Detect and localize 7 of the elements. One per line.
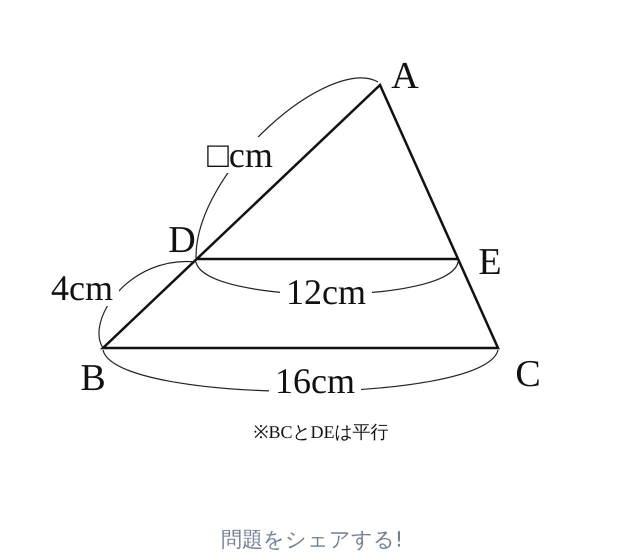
vertex-label: D <box>168 221 196 259</box>
vertex-label: A <box>391 57 419 95</box>
note-text: ※BCとDEは平行 <box>254 423 388 441</box>
share-link: 問題をシェアする! <box>220 530 404 550</box>
vertex-label: E <box>478 243 502 281</box>
vertex-label: C <box>515 355 541 393</box>
vertex-label: B <box>80 359 106 397</box>
